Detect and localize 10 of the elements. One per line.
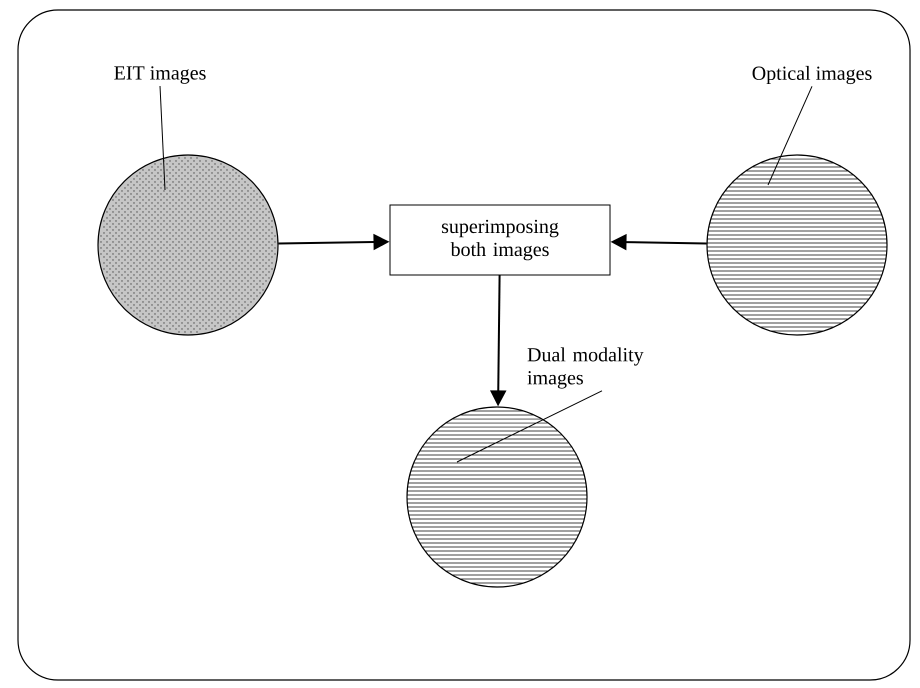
image-label: Dual modality images <box>527 347 644 389</box>
process-box: superimposing both images <box>390 204 610 276</box>
image-disc <box>97 154 279 336</box>
image-label: Optical images <box>752 66 872 84</box>
leader-line <box>768 86 812 186</box>
leader-line <box>456 390 602 462</box>
image-disc <box>706 154 888 336</box>
leader-line <box>160 85 166 190</box>
image-disc <box>406 406 588 588</box>
image-label: EIT images <box>114 66 206 84</box>
